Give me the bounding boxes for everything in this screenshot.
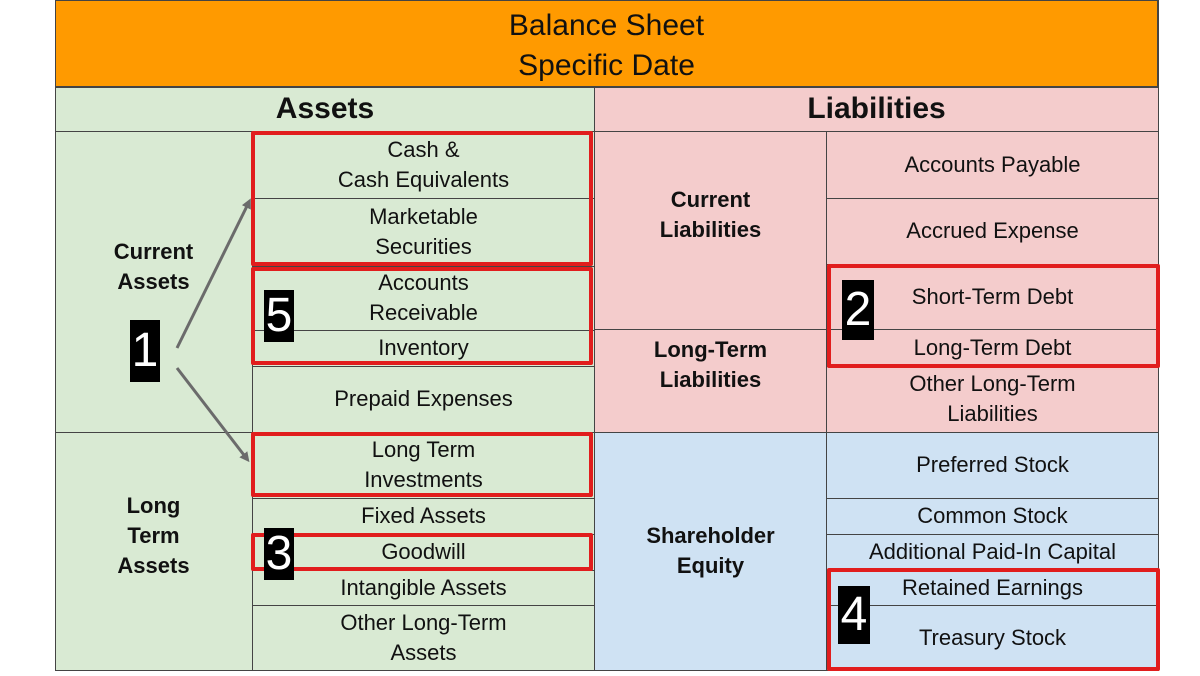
equity-item-retained-earnings: Retained Earnings (901, 574, 1083, 600)
divider (826, 198, 1158, 199)
divider (252, 131, 253, 670)
liability-item-long-term-debt: Long-Term Debt (913, 334, 1072, 360)
page-title: Balance Sheet (508, 9, 705, 42)
highlight-box (251, 267, 593, 365)
liability-item-accrued-expense: Accrued Expense (906, 218, 1079, 243)
badge-4: 4 (838, 586, 870, 644)
divider (826, 534, 1158, 535)
assets-heading: Assets (275, 92, 375, 125)
badge-2: 2 (842, 280, 874, 340)
liability-item-other-long-term: Other Long-Term Liabilities (909, 371, 1076, 426)
equity-item-preferred-stock: Preferred Stock (916, 452, 1069, 477)
header-banner (55, 0, 1158, 87)
equity-panel (595, 432, 1158, 670)
divider (252, 605, 594, 606)
equity-item-additional-paid-in-capital: Additional Paid-In Capital (868, 539, 1117, 564)
current-assets-label: Current Assets (113, 239, 194, 294)
equity-item-common-stock: Common Stock (917, 503, 1068, 528)
asset-item-other-long-term: Other Long-Term Assets (340, 609, 507, 665)
asset-item-inventory: Inventory (378, 335, 469, 360)
liability-item-short-term-debt: Short-Term Debt (911, 283, 1074, 309)
asset-item-accounts-receivable: Accounts Receivable (369, 270, 478, 325)
liabilities-panel (595, 87, 1158, 432)
badge-3: 3 (264, 527, 294, 580)
highlight-box (827, 264, 1160, 368)
current-liabilities-label: Current Liabilities (659, 187, 762, 242)
divider (252, 498, 594, 499)
divider (826, 605, 1158, 606)
highlight-box (827, 568, 1160, 671)
long-term-assets-label: Long Term Assets (117, 493, 190, 578)
highlight-box (251, 432, 593, 497)
divider (826, 131, 827, 670)
long-term-liabilities-label: Long-Term Liabilities (653, 337, 768, 392)
divider (55, 131, 1158, 132)
asset-item-intangible-assets: Intangible Assets (340, 574, 507, 600)
divider (594, 87, 595, 670)
asset-item-long-term-investments: Long Term Investments (364, 437, 483, 492)
shareholder-equity-label: Shareholder Equity (646, 523, 775, 578)
equity-item-treasury-stock: Treasury Stock (918, 624, 1067, 650)
page-subtitle: Specific Date (518, 49, 695, 82)
asset-item-goodwill: Goodwill (381, 539, 466, 564)
liabilities-heading: Liabilities (807, 92, 946, 125)
highlight-box (251, 131, 593, 266)
badge-1: 1 (130, 320, 160, 382)
asset-item-marketable-securities: Marketable Securities (369, 204, 478, 259)
divider (252, 198, 594, 199)
asset-item-fixed-assets: Fixed Assets (361, 503, 486, 528)
divider (826, 498, 1158, 499)
badge-5: 5 (264, 289, 294, 342)
divider (252, 330, 594, 331)
arrow-icon (175, 198, 251, 349)
arrow-icon (175, 367, 250, 463)
liability-item-accounts-payable: Accounts Payable (904, 151, 1081, 177)
asset-item-cash: Cash & Cash Equivalents (337, 136, 510, 192)
divider (55, 432, 1158, 433)
asset-item-prepaid-expenses: Prepaid Expenses (334, 386, 513, 411)
divider (252, 266, 594, 267)
divider (252, 366, 594, 367)
divider (55, 87, 1158, 88)
divider (595, 329, 1158, 330)
highlight-box (251, 533, 593, 571)
